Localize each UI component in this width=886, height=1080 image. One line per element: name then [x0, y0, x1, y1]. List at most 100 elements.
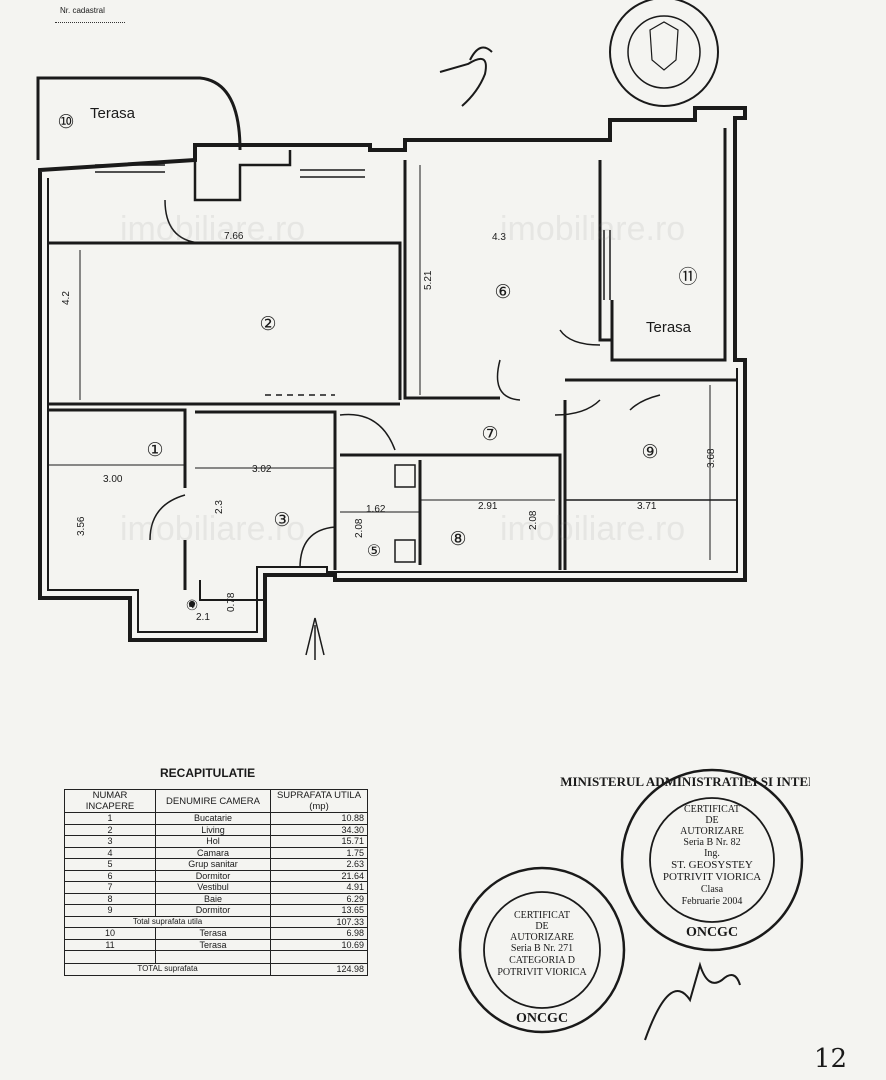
- row-num: 3: [64, 835, 156, 848]
- recap-title: RECAPITULATIE: [160, 766, 256, 780]
- certificate-seal-line: CATEGORIA D: [509, 955, 575, 966]
- row-area: 10.69: [270, 938, 368, 951]
- dimension-label: 2.91: [478, 501, 498, 512]
- row-num: 10: [64, 927, 156, 940]
- row-num: 11: [64, 938, 156, 951]
- ministry-seal-line: AUTORIZARE: [680, 826, 744, 837]
- row-area: 6.98: [270, 927, 368, 940]
- total-value: 124.98: [270, 963, 368, 976]
- row-area: 21.64: [270, 869, 368, 882]
- recap-header-row: NUMAR INCAPERE DENUMIRE CAMERA SUPRAFATA…: [64, 789, 368, 813]
- row-area: 10.88: [270, 812, 368, 825]
- certificate-seal-outer: [458, 866, 626, 1034]
- cadastral-number-label: Nr. cadastral: [60, 6, 105, 15]
- dimension-label: 2.1: [196, 612, 210, 623]
- watermark: imobiliare.ro: [120, 510, 305, 548]
- dimension-label: 7.66: [224, 231, 244, 242]
- ministry-seal-line: DE: [705, 815, 718, 826]
- certificate-seal-bottom: ONCGC: [516, 1011, 568, 1026]
- room-label-4: ④: [186, 599, 199, 614]
- watermark: imobiliare.ro: [500, 510, 685, 548]
- entrance-arrow: [305, 617, 325, 660]
- certificate-seal-line: CERTIFICAT: [514, 910, 570, 921]
- dimension-label: 5.21: [423, 270, 434, 290]
- spacer-cell: [64, 950, 156, 964]
- row-num: 7: [64, 881, 156, 894]
- ministry-seal-ring-text: MINISTERUL ADMINISTRATIEI SI INTERNELOR: [560, 774, 810, 789]
- room-label-5: ⑤: [367, 543, 381, 560]
- dimension-label: 3.68: [706, 448, 717, 468]
- ministry-seal-line: POTRIVIT VIORICA: [663, 871, 761, 883]
- row-num: 5: [64, 858, 156, 871]
- room-label-8: ⑧: [449, 529, 466, 550]
- page-number: 12: [814, 1044, 848, 1074]
- terrace-label-10: Terasa: [90, 105, 136, 122]
- room-label-9: ⑨: [641, 442, 658, 463]
- watermark: imobiliare.ro: [500, 210, 685, 248]
- terrace-label-11: Terasa: [646, 319, 692, 336]
- certificate-seal-line: Seria B Nr. 271: [511, 943, 573, 954]
- dimension-label: 2.08: [528, 510, 539, 530]
- room-label-10: ⑩: [57, 112, 74, 133]
- row-name: Dormitor: [155, 904, 271, 917]
- row-name: Bucatarie: [155, 812, 271, 825]
- dimension-label: 2.08: [354, 518, 365, 538]
- row-num: 9: [64, 904, 156, 917]
- col-area-header: SUPRAFATA UTILA (mp): [270, 789, 368, 813]
- row-area: 6.29: [270, 892, 368, 905]
- header-underline: [55, 22, 125, 23]
- row-num: 2: [64, 823, 156, 836]
- dimension-label: 2.3: [214, 500, 225, 514]
- dimension-label: 3.56: [76, 516, 87, 536]
- col-num-header: NUMAR INCAPERE: [64, 789, 156, 813]
- certificate-seal-inner: [483, 891, 601, 1009]
- certificate-seal-line: AUTORIZARE: [510, 932, 574, 943]
- stamps-area: MINISTERUL ADMINISTRATIEI SI INTERNELOR …: [458, 768, 810, 1041]
- total-util-label: Total suprafata utila: [64, 915, 271, 928]
- room-label-1: ①: [146, 440, 163, 461]
- ministry-seal-line: Seria B Nr. 82: [683, 837, 740, 848]
- row-area: 15.71: [270, 835, 368, 848]
- dimension-label: 0.78: [226, 592, 237, 612]
- col-name-header: DENUMIRE CAMERA: [155, 789, 271, 813]
- signature-bottom: [644, 961, 741, 1041]
- room-label-3: ③: [273, 510, 290, 531]
- certificate-seal-line: DE: [535, 921, 548, 932]
- row-name: Vestibul: [155, 881, 271, 894]
- recap-table: NUMAR INCAPERE DENUMIRE CAMERA SUPRAFATA…: [64, 789, 368, 976]
- row-name: Dormitor: [155, 869, 271, 882]
- ministry-seal-line: ST. GEOSYSTEY: [671, 859, 753, 871]
- row-name: Terasa: [155, 938, 271, 951]
- dimension-label: 3.71: [637, 501, 657, 512]
- row-num: 6: [64, 869, 156, 882]
- ministry-seal-line: Ing.: [704, 848, 720, 859]
- spacer-cell: [270, 950, 368, 964]
- room-label-11: ⑪: [678, 266, 697, 288]
- room-label-2: ②: [259, 314, 276, 335]
- row-area: 34.30: [270, 823, 368, 836]
- ministry-seal-line: Februarie 2004: [682, 896, 743, 907]
- dimension-label: 1.62: [366, 504, 386, 515]
- row-num: 8: [64, 892, 156, 905]
- row-num: 1: [64, 812, 156, 825]
- ministry-seal-line: CERTIFICAT: [684, 804, 740, 815]
- certificate-seal-line: POTRIVIT VIORICA: [497, 967, 587, 978]
- row-area: 4.91: [270, 881, 368, 894]
- ministry-seal-bottom: ONCGC: [686, 925, 738, 940]
- row-area: 2.63: [270, 858, 368, 871]
- row-name: Living: [155, 823, 271, 836]
- ministry-seal-outer: [620, 768, 804, 952]
- dimension-label: 4.2: [61, 291, 72, 305]
